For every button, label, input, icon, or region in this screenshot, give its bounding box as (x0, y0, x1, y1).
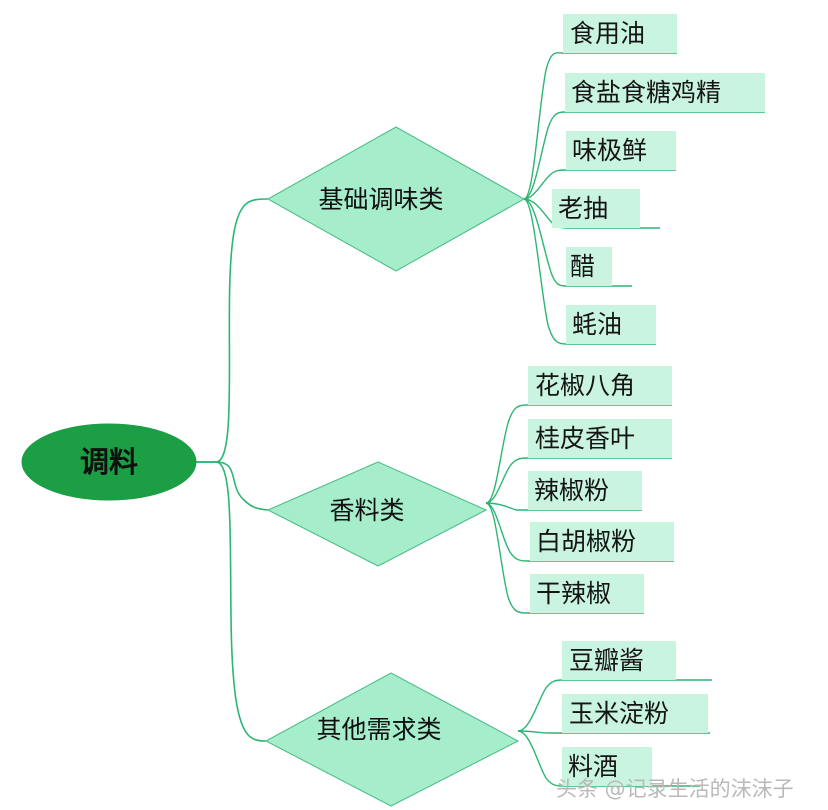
leaf-highlight (528, 366, 672, 405)
connector-b2-leaf-4 (485, 502, 674, 562)
branch-2-leaves: 花椒八角 桂皮香叶 辣椒粉 白胡椒粉 干辣椒 (528, 366, 674, 613)
leaf-highlight (552, 189, 640, 228)
branch-3-leaves: 豆瓣酱 玉米淀粉 料酒 (562, 641, 708, 786)
connector-root-to-branch-1 (196, 198, 269, 463)
connector-b3-leaf-1 (517, 679, 712, 732)
leaf-label: 干辣椒 (536, 579, 611, 608)
connector-root-to-branch-2 (196, 461, 269, 511)
connector-b1-leaf-3 (523, 169, 676, 200)
connector-root-to-branch-3 (196, 461, 267, 742)
branch-1-leaves: 食用油 食盐食糖鸡精 味极鲜 老抽 醋 蚝油 (552, 14, 765, 344)
branch-node-1[interactable]: 基础调味类 (266, 126, 526, 272)
branch-node-3[interactable]: 其他需求类 (264, 672, 520, 807)
leaf-highlight (530, 574, 644, 613)
leaf-highlight (562, 641, 676, 680)
leaf-node[interactable]: 老抽 (552, 189, 640, 228)
root-node[interactable]: 调料 (21, 423, 197, 501)
branch-2-label: 香料类 (329, 496, 404, 525)
leaf-node[interactable]: 食用油 (563, 14, 677, 53)
leaf-label: 桂皮香叶 (535, 424, 635, 453)
leaf-node[interactable]: 干辣椒 (530, 574, 644, 613)
leaf-node[interactable]: 醋 (566, 247, 612, 286)
branch-2-diamond (266, 461, 488, 567)
leaf-label: 味极鲜 (572, 136, 647, 165)
leaf-label: 料酒 (568, 752, 618, 781)
connector-b2-leaf-1 (485, 404, 672, 504)
branch-3-diamond (264, 672, 520, 807)
leaf-node[interactable]: 蚝油 (566, 305, 656, 344)
leaf-label: 醋 (570, 252, 595, 281)
leaf-highlight (566, 305, 656, 344)
root-ellipse (21, 423, 197, 501)
leaf-highlight (566, 247, 612, 286)
leaf-label: 辣椒粉 (534, 476, 609, 505)
connector-b1-leaf-2 (523, 111, 765, 200)
connector-b1-leaf-6 (523, 198, 656, 345)
branch-3-label: 其他需求类 (316, 715, 441, 744)
leaf-highlight (530, 522, 674, 561)
leaf-label: 豆瓣酱 (569, 646, 644, 675)
connector-b3-leaf-2 (517, 730, 710, 734)
leaf-node[interactable]: 豆瓣酱 (562, 641, 676, 680)
leaf-node[interactable]: 白胡椒粉 (530, 522, 674, 561)
leaf-label: 蚝油 (572, 310, 622, 339)
leaf-highlight (563, 14, 677, 53)
connector-b1-leaf-1 (523, 52, 677, 200)
branch-1-leaf-connectors (523, 52, 765, 345)
leaf-label: 食盐食糖鸡精 (571, 78, 721, 107)
connector-b2-leaf-5 (485, 502, 644, 614)
connector-b1-leaf-5 (523, 198, 632, 287)
leaf-highlight (528, 471, 642, 510)
leaf-node[interactable]: 桂皮香叶 (528, 419, 672, 458)
leaf-node[interactable]: 辣椒粉 (528, 471, 642, 510)
leaf-highlight (528, 419, 672, 458)
leaf-highlight (566, 131, 676, 170)
watermark: 头条 @记录生活的沫沫子 (556, 777, 794, 801)
leaf-node[interactable]: 花椒八角 (528, 366, 672, 405)
leaf-label: 食用油 (570, 19, 645, 48)
connector-b2-leaf-2 (485, 457, 672, 504)
leaf-highlight (565, 73, 765, 112)
leaf-label: 白胡椒粉 (536, 527, 636, 556)
leaf-node[interactable]: 味极鲜 (566, 131, 676, 170)
leaf-highlight (562, 694, 708, 733)
connector-b2-leaf-3 (485, 502, 642, 511)
root-branch-connectors (196, 198, 269, 742)
root-label: 调料 (80, 445, 138, 479)
leaf-node[interactable]: 料酒 (562, 747, 652, 786)
leaf-label: 老抽 (558, 194, 608, 223)
leaf-label: 花椒八角 (535, 371, 635, 400)
connector-b3-leaf-3 (517, 730, 700, 787)
leaf-label: 玉米淀粉 (569, 699, 669, 728)
branch-node-2[interactable]: 香料类 (266, 461, 488, 567)
branch-2-leaf-connectors (485, 404, 674, 614)
branch-3-leaf-connectors (517, 679, 712, 787)
leaf-node[interactable]: 玉米淀粉 (562, 694, 708, 733)
leaf-highlight (562, 747, 652, 786)
leaf-node[interactable]: 食盐食糖鸡精 (565, 73, 765, 112)
branch-1-label: 基础调味类 (318, 185, 443, 214)
